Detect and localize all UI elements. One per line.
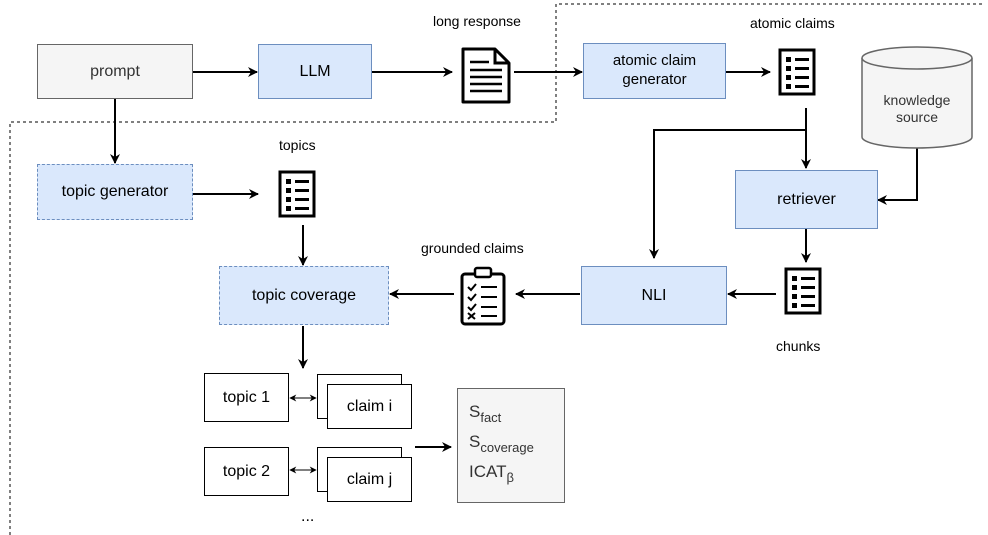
chunks-list-icon xyxy=(784,267,822,315)
topic-1-node: topic 1 xyxy=(204,373,289,422)
document-icon xyxy=(461,47,511,104)
nli-node: NLI xyxy=(581,266,727,325)
topic-generator-node: topic generator xyxy=(37,164,193,220)
edges xyxy=(110,67,918,452)
retriever-node: retriever xyxy=(735,170,878,229)
grounded-claims-label: grounded claims xyxy=(421,240,524,256)
scores-box: Sfact Scoverage ICATβ xyxy=(457,388,565,503)
topic-coverage-node: topic coverage xyxy=(219,266,389,325)
database-icon xyxy=(861,46,973,149)
s-fact-score: Sfact xyxy=(469,402,502,425)
llm-node: LLM xyxy=(258,44,372,99)
claim-j-node: claim j xyxy=(327,457,412,502)
topic-2-node: topic 2 xyxy=(204,447,289,496)
atomic-claim-generator-node: atomic claim generator xyxy=(583,43,726,99)
long-response-label: long response xyxy=(433,13,521,29)
icat-score: ICATβ xyxy=(469,462,514,485)
chunks-label: chunks xyxy=(776,338,821,354)
ellipsis-label: ... xyxy=(301,508,315,525)
claim-i-node: claim i xyxy=(327,384,412,429)
edge-claims-nli xyxy=(649,108,807,259)
knowledge-source-label: knowledge source xyxy=(883,91,951,126)
link-edges xyxy=(289,394,317,474)
atomic-claims-label: atomic claims xyxy=(750,15,835,31)
separator-line xyxy=(9,3,985,535)
topics-list-icon xyxy=(278,170,316,218)
checklist-icon xyxy=(460,266,506,326)
topics-label: topics xyxy=(279,137,316,153)
s-coverage-score: Scoverage xyxy=(469,432,534,455)
edge-knowledge-retriever xyxy=(877,143,918,205)
prompt-node: prompt xyxy=(37,44,193,99)
atomic-claims-list-icon xyxy=(778,48,816,96)
